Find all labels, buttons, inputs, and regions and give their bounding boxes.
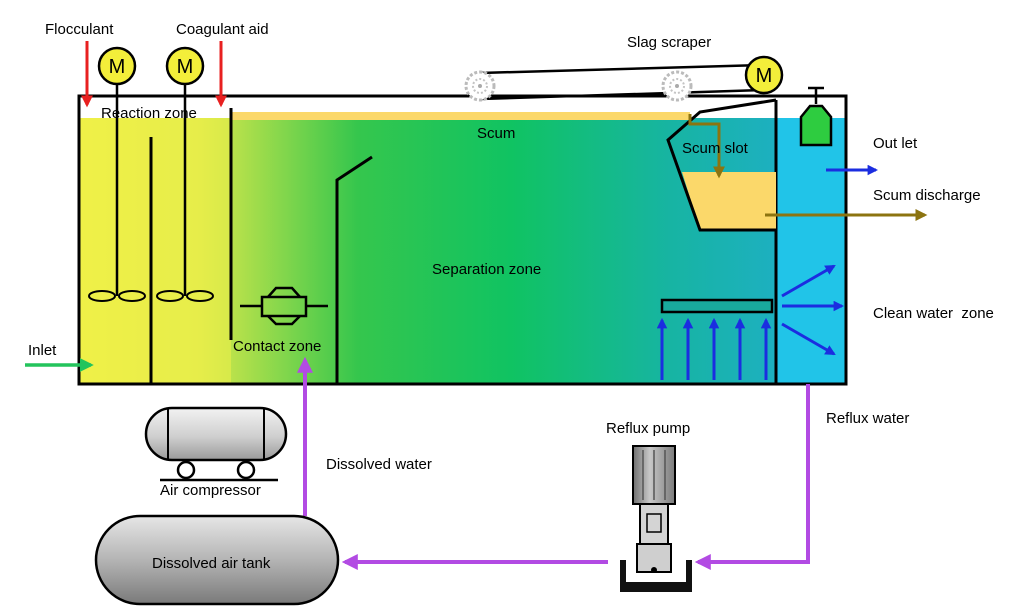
label-slag-scraper: Slag scraper <box>627 34 711 51</box>
scraper-motor: M <box>744 55 784 95</box>
clean-water-zone-water <box>776 118 846 384</box>
tank-outline <box>77 94 848 386</box>
pump-coupling <box>639 503 669 545</box>
scum-layer <box>231 112 690 120</box>
label-reaction-zone: Reaction zone <box>101 105 197 122</box>
dissolved-air-tank <box>94 514 340 606</box>
clean-water-collector <box>656 164 879 380</box>
air-compressor-wheel-left <box>176 460 196 480</box>
air-compressor <box>144 406 288 482</box>
label-scum-discharge: Scum discharge <box>873 187 981 204</box>
flocculant-motor <box>97 46 137 86</box>
slag-scraper: M <box>464 55 784 102</box>
coagulant-mixer: M <box>156 46 214 302</box>
label-air-compressor: Air compressor <box>160 482 261 499</box>
coagulant-motor <box>165 46 205 86</box>
label-out-let: Out let <box>873 135 918 152</box>
coagulant-motor-label: M <box>177 56 194 78</box>
reflux-pump <box>620 445 692 592</box>
scraper-sprocket-right <box>661 70 693 102</box>
label-reflux-water: Reflux water <box>826 410 909 427</box>
label-separation-zone: Separation zone <box>432 261 541 278</box>
air-compressor-wheel-right <box>236 460 256 480</box>
label-dissolved-air-tank: Dissolved air tank <box>152 555 271 572</box>
flocculant-mixer: M <box>88 46 146 302</box>
motor-label: M <box>756 65 773 87</box>
scum-slot-outline <box>666 98 777 232</box>
baffle-contact <box>335 155 373 384</box>
scraper-chain-bottom <box>479 88 765 101</box>
coagulant-impeller-left <box>156 290 184 302</box>
label-flocculant: Flocculant <box>45 21 114 38</box>
clean-water-arrow-up <box>781 264 836 298</box>
flocculant-motor-label: M <box>109 56 126 78</box>
reaction-zone-water <box>79 118 231 384</box>
collector-pipe <box>660 298 774 314</box>
flotation-tank <box>77 94 848 386</box>
scum-slot <box>666 98 777 232</box>
label-inlet: Inlet <box>28 342 57 359</box>
label-coagulant-aid: Coagulant aid <box>176 21 269 38</box>
dissolved-air-release-device <box>240 286 328 326</box>
scraper-sprocket-left <box>464 70 496 102</box>
air-compressor-body <box>144 406 288 462</box>
clean-water-arrow-down <box>781 322 836 356</box>
scum-slot-fill <box>682 172 776 230</box>
scum-flow-arrow <box>688 114 725 179</box>
flocculant-impeller-left <box>88 290 116 302</box>
label-clean-water-zone: Clean water zone <box>873 305 994 322</box>
label-dissolved-water: Dissolved water <box>326 456 432 473</box>
scraper-chain-top <box>479 63 765 75</box>
label-scum: Scum <box>477 125 515 142</box>
label-reflux-pump: Reflux pump <box>606 420 690 437</box>
label-scum-slot: Scum slot <box>682 140 749 157</box>
flocculant-impeller-right <box>118 290 146 302</box>
label-contact-zone: Contact zone <box>233 338 321 355</box>
coagulant-impeller-right <box>186 290 214 302</box>
pump-base <box>620 560 692 592</box>
reflux-water-pipe <box>694 384 810 570</box>
outlet-valve <box>799 86 833 147</box>
